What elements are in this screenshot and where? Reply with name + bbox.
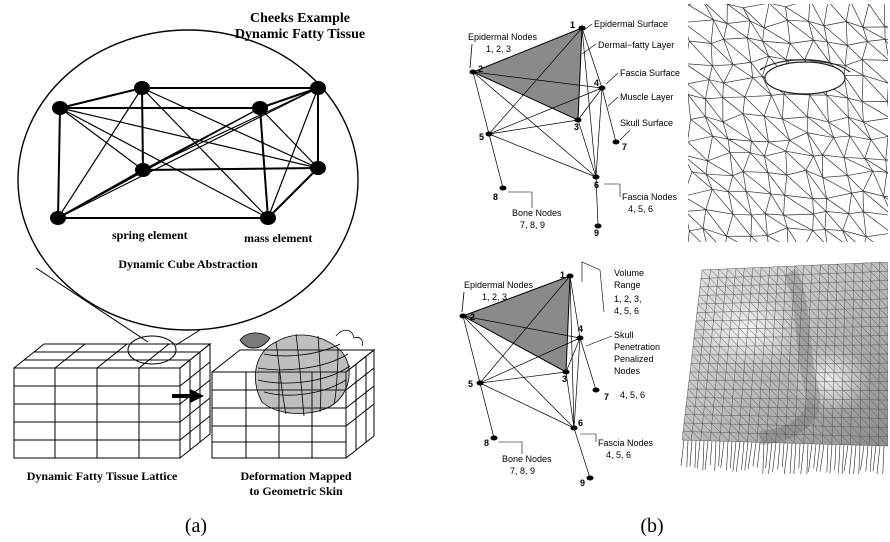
epidermal-triangle — [471, 27, 583, 121]
epidermal-triangle-bottom — [461, 275, 571, 373]
panel-b-bottom-diagram: 1 2 3 4 5 6 7 8 9 Epidermal Nodes 1, 2, … — [459, 261, 664, 537]
geometric-skin-mesh — [239, 329, 363, 417]
bottom-node-numbers: 1 2 3 4 5 6 7 8 9 — [468, 270, 609, 488]
volume-range-nums2: 4, 5, 6 — [614, 306, 639, 316]
bone-nodes-label: Bone Nodes — [512, 208, 562, 218]
bottom-annotations: Epidermal Nodes 1, 2, 3 Volume Range 1, … — [461, 261, 660, 476]
fascia-nodes-label: Fascia Nodes — [622, 192, 678, 202]
svg-text:7: 7 — [622, 142, 627, 152]
svg-text:3: 3 — [574, 122, 579, 132]
svg-text:4: 4 — [594, 78, 599, 88]
face-wireframe-render — [688, 4, 888, 242]
svg-text:6: 6 — [594, 180, 599, 190]
skull-pen-line1: Skull — [614, 330, 634, 340]
fatty-tissue-lattice — [13, 342, 212, 459]
svg-text:5: 5 — [479, 132, 484, 142]
bone-nodes-nums-bottom: 7, 8, 9 — [510, 466, 535, 476]
cube-abstraction-ellipse — [17, 29, 359, 331]
panel-b-label: (b) — [640, 515, 663, 537]
panel-a: Cheeks Example Dynamic Fatty Tissue — [13, 11, 376, 537]
skull-pen-line4: Nodes — [614, 366, 641, 376]
mass-element-label: mass element — [244, 231, 312, 245]
dermal-fatty-label: Dermal−fatty Layer — [598, 40, 674, 50]
svg-text:7: 7 — [604, 392, 609, 402]
epidermal-nodes-label-bottom: Epidermal Nodes — [464, 280, 534, 290]
svg-text:1: 1 — [560, 270, 565, 280]
fatty-tissue-title: Dynamic Fatty Tissue — [235, 27, 365, 42]
volume-range-line1: Volume — [614, 268, 644, 278]
spring-element-label: spring element — [112, 228, 188, 242]
lattice-zoom-circle — [127, 335, 177, 365]
volume-range-line2: Range — [614, 280, 641, 290]
svg-text:4: 4 — [578, 324, 583, 334]
cheeks-title: Cheeks Example — [250, 11, 350, 26]
skull-surface-label: Skull Surface — [620, 118, 673, 128]
muscle-layer-label: Muscle Layer — [620, 92, 674, 102]
fascia-nodes-label-bottom: Fascia Nodes — [598, 438, 654, 448]
svg-text:2: 2 — [470, 312, 475, 322]
top-nodes — [469, 25, 620, 229]
svg-text:3: 3 — [562, 374, 567, 384]
skull-pen-nums: 4, 5, 6 — [620, 390, 645, 400]
fascia-surface-label: Fascia Surface — [620, 68, 680, 78]
panel-a-label: (a) — [185, 515, 207, 537]
svg-text:6: 6 — [578, 418, 583, 428]
svg-text:9: 9 — [594, 228, 599, 238]
deformation-caption-line1: Deformation Mapped — [241, 469, 352, 483]
tissue-surface-render — [672, 262, 888, 474]
cube-masses — [50, 81, 326, 225]
svg-text:8: 8 — [484, 438, 489, 448]
svg-text:1: 1 — [570, 20, 575, 30]
cube-abstraction-caption: Dynamic Cube Abstraction — [118, 257, 258, 271]
fascia-nodes-nums-bottom: 4, 5, 6 — [606, 450, 631, 460]
epidermal-nodes-label: Epidermal Nodes — [468, 32, 538, 42]
skull-pen-line3: Penalized — [614, 354, 654, 364]
bottom-links — [462, 275, 597, 479]
lattice-caption: Dynamic Fatty Tissue Lattice — [27, 469, 178, 483]
svg-text:8: 8 — [493, 192, 498, 202]
bone-nodes-nums: 7, 8, 9 — [520, 220, 545, 230]
bottom-nodes — [459, 273, 600, 481]
panel-b-top-diagram: 1 2 3 4 5 6 7 8 9 Epidermal Nodes 1, 2, … — [468, 19, 680, 238]
deformed-lattice — [211, 348, 376, 459]
epidermal-nodes-nums-bottom: 1, 2, 3 — [482, 292, 507, 302]
top-annotations: Epidermal Nodes 1, 2, 3 Epidermal Surfac… — [468, 19, 680, 230]
bone-nodes-label-bottom: Bone Nodes — [502, 454, 552, 464]
cube-springs — [57, 87, 319, 219]
top-node-numbers: 1 2 3 4 5 6 7 8 9 — [478, 20, 627, 238]
skull-pen-line2: Penetration — [614, 342, 660, 352]
mapping-arrow — [172, 389, 204, 403]
svg-text:2: 2 — [478, 64, 483, 74]
fascia-nodes-nums: 4, 5, 6 — [628, 204, 653, 214]
epidermal-surface-label: Epidermal Surface — [594, 19, 668, 29]
epidermal-nodes-nums: 1, 2, 3 — [486, 44, 511, 54]
zoom-line-left — [35, 267, 149, 343]
volume-range-nums1: 1, 2, 3, — [614, 294, 642, 304]
top-links — [472, 27, 617, 227]
svg-text:5: 5 — [468, 379, 473, 389]
deformation-caption-line2: to Geometric Skin — [249, 484, 343, 498]
zoom-line-right — [175, 329, 201, 346]
svg-text:9: 9 — [580, 478, 585, 488]
